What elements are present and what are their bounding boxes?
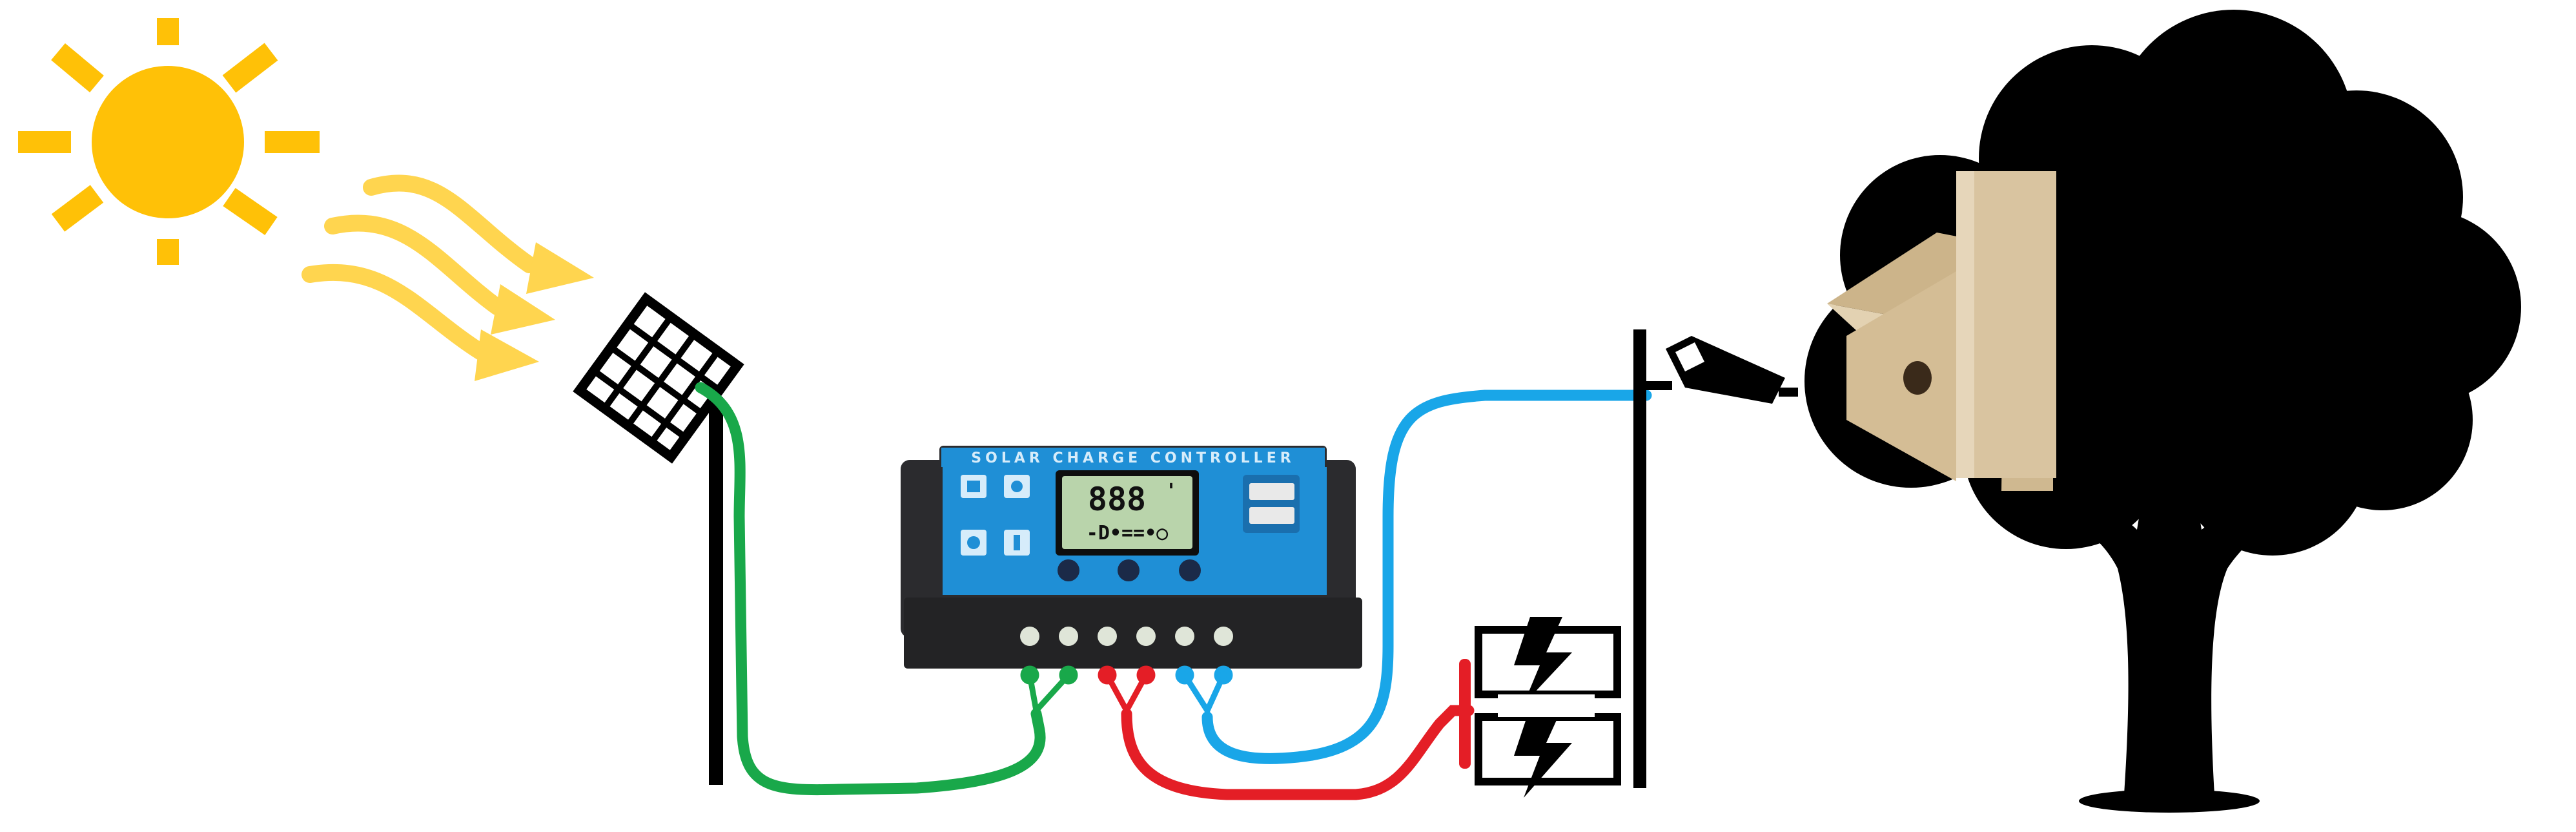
solar-panel-icon xyxy=(573,292,744,785)
lcd-digits: 888 xyxy=(1088,481,1146,518)
wire-connectors xyxy=(1020,665,1233,714)
wire-solar-panel xyxy=(695,382,1046,796)
control-buttons[interactable] xyxy=(1058,559,1201,581)
lcd-symbols: -D•==•○ xyxy=(1087,522,1168,545)
sun-rays-icon xyxy=(302,174,594,381)
terminal-screws xyxy=(1020,627,1233,646)
security-camera-icon xyxy=(1633,329,1798,788)
button-right[interactable] xyxy=(1179,559,1201,581)
status-icons xyxy=(961,475,1030,556)
button-left[interactable] xyxy=(1058,559,1079,581)
charge-controller: SOLAR CHARGE CONTROLLER 888 ' -D•==•○ xyxy=(901,446,1362,714)
birdhouse-icon xyxy=(1827,171,2056,491)
lcd-display: 888 ' -D•==•○ xyxy=(1056,470,1199,556)
button-middle[interactable] xyxy=(1118,559,1140,581)
wire-load xyxy=(1201,390,1652,764)
battery-icon xyxy=(1459,617,1621,798)
usb-ports xyxy=(1243,475,1300,533)
sun-icon xyxy=(18,18,320,265)
lcd-mark: ' xyxy=(1165,480,1177,503)
wire-battery xyxy=(1121,705,1475,800)
brand-text: SOLAR CHARGE CONTROLLER xyxy=(971,450,1294,466)
